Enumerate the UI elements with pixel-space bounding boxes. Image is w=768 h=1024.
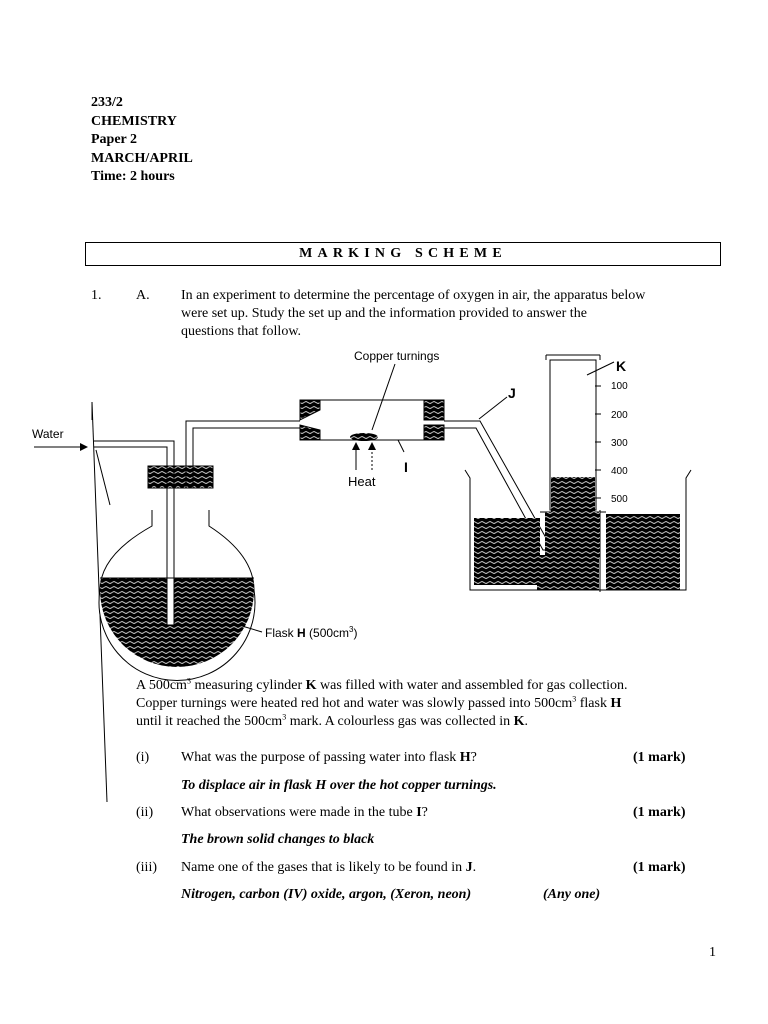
scale-label: 200 — [611, 410, 628, 421]
scale-label: 400 — [611, 466, 628, 477]
question-part: A. — [136, 288, 150, 303]
question-intro: In an experiment to determine the percen… — [181, 287, 741, 341]
combustion-tube-i — [299, 399, 445, 441]
item-number: (ii) — [136, 805, 154, 820]
info-line: A 500cm3 measuring cylinder K was filled… — [136, 676, 628, 693]
label-k: K — [616, 358, 626, 374]
item-number: (iii) — [136, 860, 157, 875]
item-answer: Nitrogen, carbon (IV) oxide, argon, (Xer… — [181, 887, 472, 902]
flask-label: Flask H (500cm3) — [265, 625, 358, 640]
session: MARCH/APRIL — [91, 150, 193, 166]
paper-number: Paper 2 — [91, 132, 138, 147]
marking-scheme-banner: MARKING SCHEME — [85, 242, 721, 266]
item-marks: (1 mark) — [633, 805, 686, 820]
flask-h — [98, 465, 256, 681]
info-line: until it reached the 500cm3 mark. A colo… — [136, 712, 529, 729]
item-marks: (1 mark) — [633, 860, 686, 875]
item-question: What was the purpose of passing water in… — [181, 750, 477, 765]
info-line: Copper turnings were heated red hot and … — [136, 694, 622, 711]
scale-label: 100 — [611, 381, 628, 392]
scale-label: 300 — [611, 438, 628, 449]
item-marks: (1 mark) — [633, 750, 686, 765]
label-i: I — [404, 459, 408, 475]
question-number: 1. — [91, 288, 102, 303]
info-paragraph: A 500cm3 measuring cylinder K was filled… — [136, 677, 736, 731]
apparatus-diagram: Copper turnings Water Heat I J K 100 200… — [32, 349, 692, 803]
measuring-cylinder-k — [545, 354, 615, 557]
item-question: Name one of the gases that is likely to … — [181, 860, 477, 875]
paper-code: 233/2 — [91, 95, 123, 110]
item-question: What observations were made in the tube … — [181, 805, 428, 820]
item-answer-note: (Any one) — [543, 887, 601, 902]
item-answer: The brown solid changes to black — [181, 832, 375, 847]
scale-label: 500 — [611, 494, 628, 505]
copper-label: Copper turnings — [354, 349, 439, 363]
heat-label: Heat — [348, 474, 376, 489]
header-block: 233/2 CHEMISTRY Paper 2 MARCH/APRIL Time… — [91, 94, 193, 187]
subject: CHEMISTRY — [91, 113, 177, 129]
intro-line: were set up. Study the set up and the in… — [181, 306, 587, 321]
water-label: Water — [32, 427, 64, 441]
intro-line: In an experiment to determine the percen… — [181, 288, 646, 303]
item-number: (i) — [136, 750, 150, 765]
item-answer: To displace air in flask H over the hot … — [181, 778, 497, 793]
copper-turnings — [350, 433, 378, 441]
intro-line: questions that follow. — [181, 324, 302, 339]
label-j: J — [508, 385, 516, 401]
page-number: 1 — [709, 945, 716, 960]
duration: Time: 2 hours — [91, 169, 175, 184]
flask-stopper — [147, 465, 214, 489]
